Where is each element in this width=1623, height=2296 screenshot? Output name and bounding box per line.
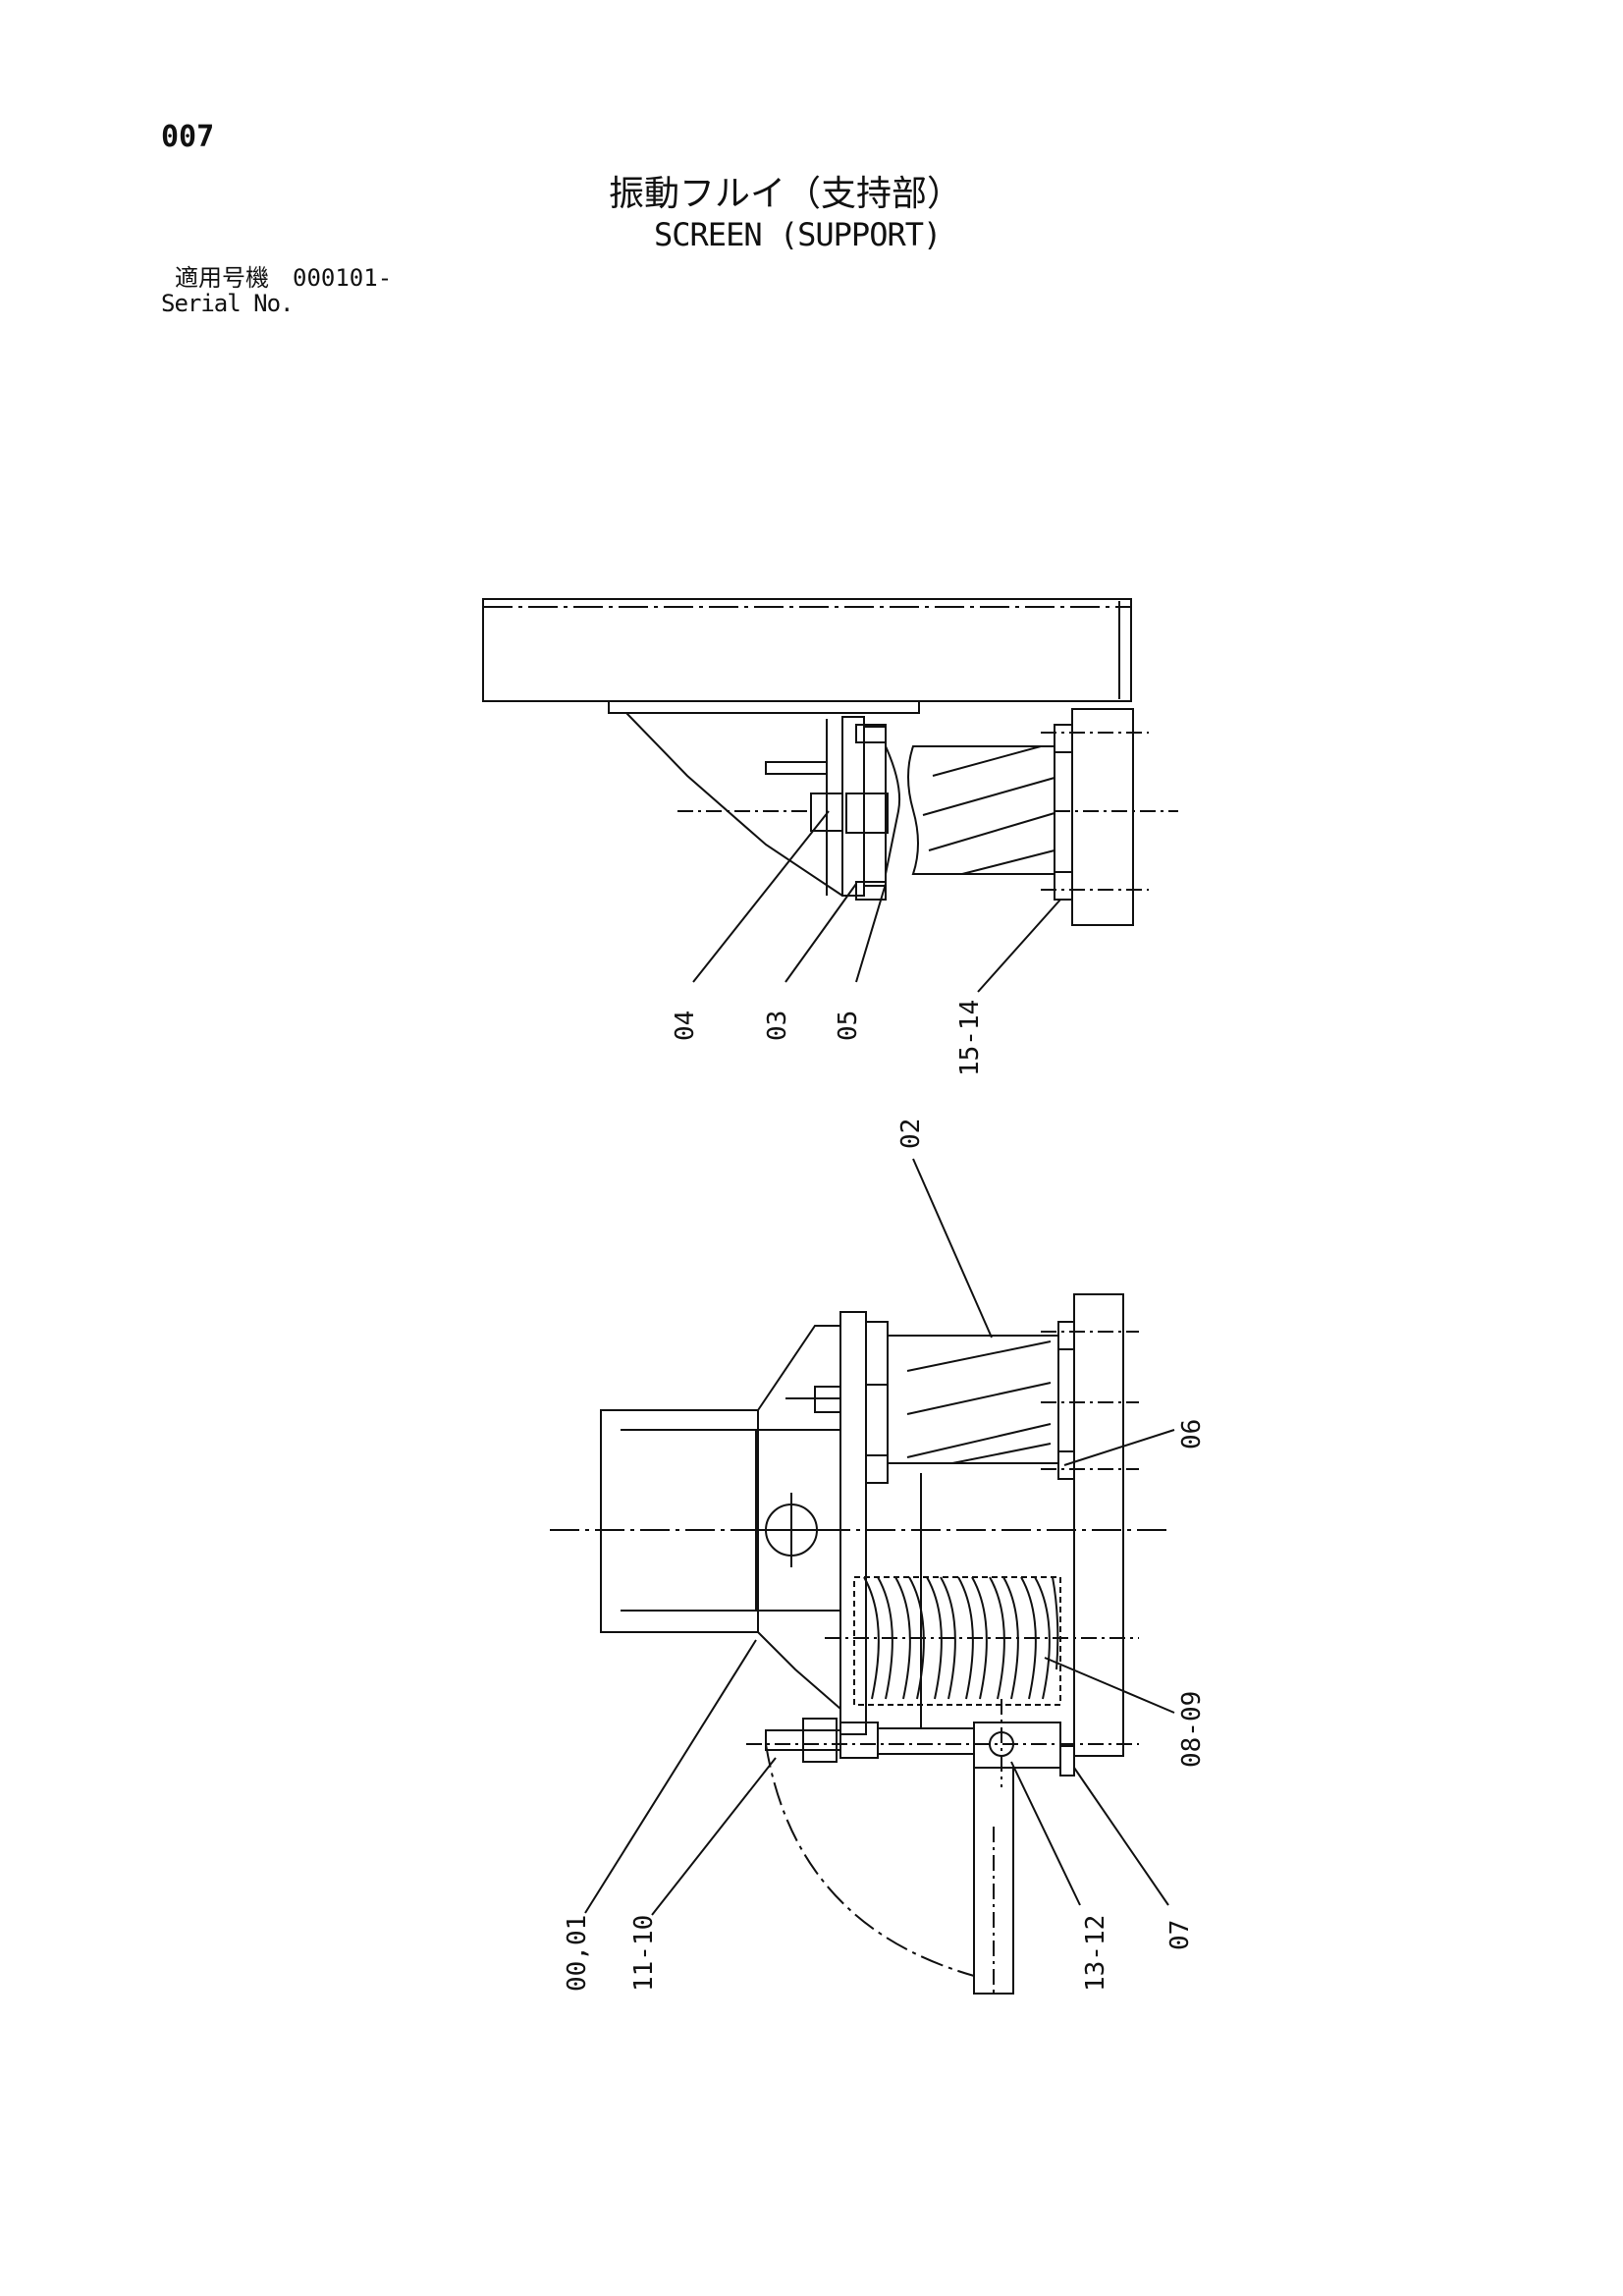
callout-00-01: 00,01 [563, 1915, 592, 1992]
serial-label-english: Serial No. [161, 290, 295, 317]
page-number: 007 [161, 120, 215, 154]
callout-08-09: 08-09 [1177, 1691, 1207, 1768]
callout-06: 06 [1177, 1419, 1207, 1449]
callout-03: 03 [763, 1011, 792, 1041]
serial-block: 適用号機 000101- Serial No. [161, 265, 392, 316]
callout-02: 02 [896, 1119, 926, 1149]
serial-label-japanese: 適用号機 [175, 264, 269, 292]
top-view [482, 598, 1178, 993]
title-japanese: 振動フルイ（支持部） [609, 174, 963, 214]
callout-05: 05 [834, 1011, 863, 1041]
callout-15-14: 15-14 [955, 1000, 985, 1076]
callout-13-12: 13-12 [1081, 1915, 1110, 1992]
callout-07: 07 [1165, 1920, 1195, 1950]
callouts: 04 03 05 15-14 02 06 08-09 07 13-12 11-1… [563, 1000, 1207, 1992]
callout-11-10: 11-10 [629, 1915, 659, 1992]
callout-04: 04 [671, 1011, 700, 1041]
title-english: SCREEN (SUPPORT) [654, 216, 942, 253]
bottom-view [550, 1158, 1175, 1997]
serial-value: 000101- [293, 264, 393, 292]
